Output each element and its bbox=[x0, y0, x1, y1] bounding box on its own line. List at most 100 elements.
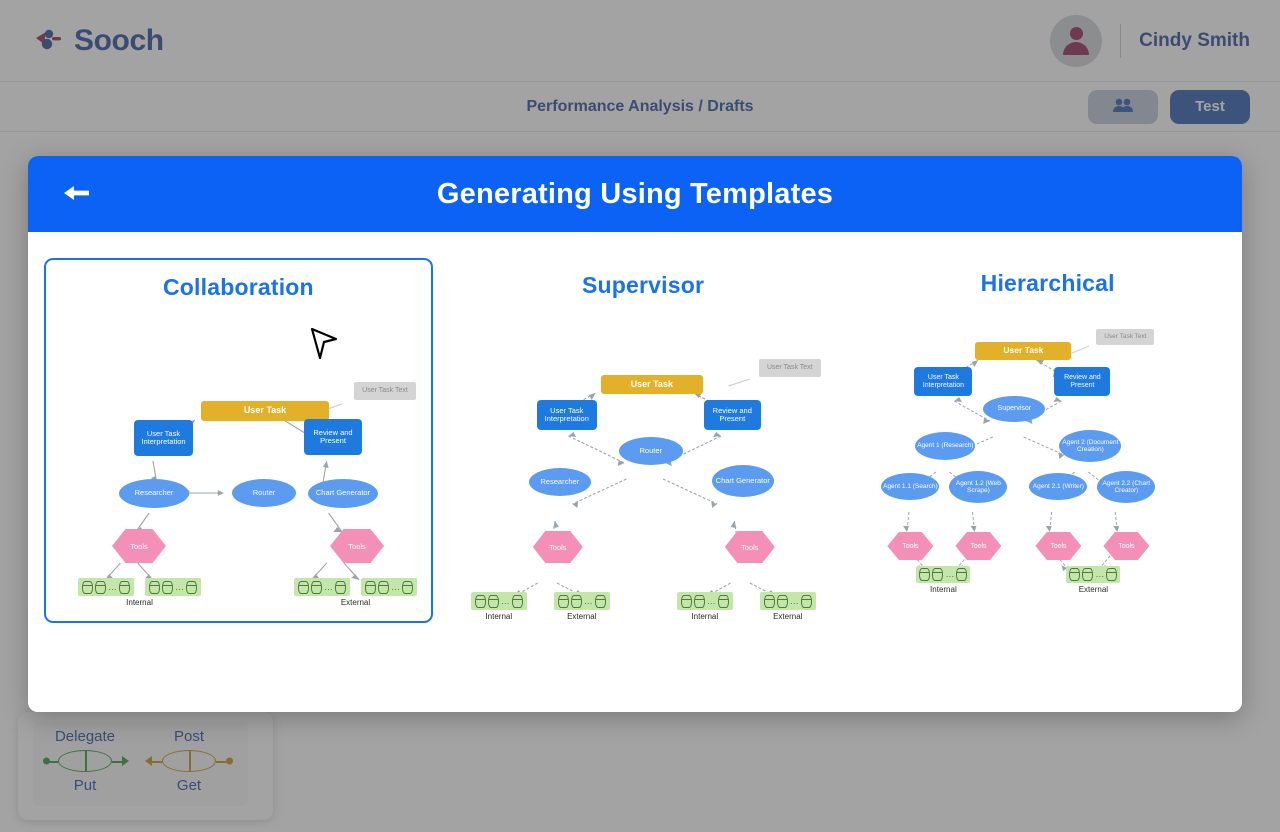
database-icon bbox=[763, 594, 775, 608]
database-icon bbox=[311, 580, 322, 594]
node-user-task[interactable]: User Task bbox=[201, 401, 329, 421]
node-tools-left[interactable]: Tools bbox=[112, 529, 166, 563]
template-card-supervisor[interactable]: Supervisor bbox=[449, 258, 838, 623]
database-icon bbox=[680, 594, 692, 608]
avatar[interactable] bbox=[1050, 14, 1103, 67]
ellipsis-icon: … bbox=[706, 595, 716, 606]
db-label-internal-1: Internal bbox=[485, 612, 513, 621]
db-group-internal-b[interactable]: … bbox=[676, 592, 733, 610]
palette-label-get: Get bbox=[176, 777, 202, 794]
db-group-internal-a[interactable]: … bbox=[470, 592, 527, 610]
db-group-external-b[interactable]: … bbox=[759, 592, 816, 610]
template-picker-modal: Generating Using Templates Collaboration bbox=[28, 156, 1242, 712]
breadcrumb-section[interactable]: Drafts bbox=[707, 97, 754, 115]
ellipsis-icon: … bbox=[175, 581, 184, 592]
node-user-task-note: User Task Text bbox=[1096, 329, 1155, 345]
node-router[interactable]: Router bbox=[618, 437, 683, 465]
node-agent-2[interactable]: Agent 2 (Document Creation) bbox=[1059, 430, 1122, 462]
sub-navigation-bar: Performance Analysis / Drafts Test bbox=[0, 82, 1280, 132]
node-router[interactable]: Router bbox=[232, 479, 296, 507]
node-agent-1-2[interactable]: Agent 1.2 (Web Scrape) bbox=[949, 471, 1008, 503]
database-icon bbox=[800, 594, 812, 608]
ellipsis-icon: … bbox=[1095, 569, 1105, 579]
breadcrumb-separator: / bbox=[698, 97, 703, 115]
database-icon bbox=[1106, 568, 1118, 581]
database-icon bbox=[82, 580, 93, 594]
share-collaborators-button[interactable] bbox=[1088, 89, 1158, 124]
database-icon bbox=[149, 580, 160, 594]
db-label-internal: Internal bbox=[126, 598, 153, 607]
sub-bar-actions: Test bbox=[1088, 89, 1250, 124]
node-supervisor[interactable]: Supervisor bbox=[983, 396, 1046, 422]
node-review-and-present[interactable]: Review and Present bbox=[703, 400, 761, 430]
palette-label-delegate: Delegate bbox=[54, 728, 116, 745]
database-icon bbox=[298, 580, 309, 594]
modal-title: Generating Using Templates bbox=[436, 177, 834, 210]
node-user-task-interpretation[interactable]: User Task Interpretation bbox=[134, 420, 193, 456]
db-group-external-a[interactable]: … bbox=[294, 578, 350, 596]
database-icon bbox=[95, 580, 106, 594]
shape-palette-panel: Delegate Put Post bbox=[18, 712, 273, 820]
palette-shape-put bbox=[33, 748, 137, 774]
database-icon bbox=[594, 594, 606, 608]
palette-shape-get bbox=[137, 748, 241, 774]
node-tools-right[interactable]: Tools bbox=[724, 531, 775, 563]
db-group-internal-a[interactable]: … bbox=[78, 578, 134, 596]
template-card-collaboration[interactable]: Collaboration bbox=[44, 258, 433, 623]
people-icon bbox=[1112, 97, 1134, 116]
node-user-task-interpretation[interactable]: User Task Interpretation bbox=[914, 367, 973, 396]
node-review-and-present[interactable]: Review and Present bbox=[304, 419, 362, 455]
node-agent-2-2[interactable]: Agent 2.2 (Chart Creator) bbox=[1097, 471, 1156, 503]
brand-logo[interactable]: Sooch bbox=[32, 24, 164, 58]
node-tools-left[interactable]: Tools bbox=[532, 531, 583, 563]
node-tools-a[interactable]: Tools bbox=[887, 532, 934, 560]
database-icon bbox=[378, 580, 389, 594]
breadcrumb-project[interactable]: Performance Analysis bbox=[526, 97, 694, 115]
node-agent-1[interactable]: Agent 1 (Research) bbox=[915, 432, 976, 460]
database-icon bbox=[365, 580, 376, 594]
database-icon bbox=[776, 594, 788, 608]
database-icon bbox=[932, 568, 944, 581]
node-user-task-note: User Task Text bbox=[354, 382, 416, 400]
database-icon bbox=[956, 568, 968, 581]
modal-header: Generating Using Templates bbox=[28, 156, 1242, 232]
ellipsis-icon: … bbox=[108, 581, 117, 592]
palette-label-post: Post bbox=[173, 728, 204, 745]
node-user-task-interpretation[interactable]: User Task Interpretation bbox=[536, 400, 597, 430]
node-review-and-present[interactable]: Review and Present bbox=[1054, 367, 1111, 396]
node-chart-generator[interactable]: Chart Generator bbox=[711, 465, 774, 497]
template-card-hierarchical[interactable]: Hierarchical bbox=[853, 258, 1242, 623]
db-group-internal[interactable]: … bbox=[916, 566, 971, 583]
node-chart-generator[interactable]: Chart Generator bbox=[308, 479, 378, 508]
modal-body: Collaboration bbox=[28, 232, 1242, 712]
db-group-external-b[interactable]: … bbox=[361, 578, 417, 596]
node-agent-2-1[interactable]: Agent 2.1 (Writer) bbox=[1029, 473, 1088, 500]
node-tools-right[interactable]: Tools bbox=[330, 529, 384, 563]
node-agent-1-1[interactable]: Agent 1.1 (Search) bbox=[881, 473, 940, 500]
ellipsis-icon: … bbox=[789, 595, 799, 606]
palette-item-post-get[interactable]: Post Get bbox=[137, 728, 241, 794]
template-graph-supervisor: User Task User Task Text User Task Inter… bbox=[449, 299, 838, 621]
node-tools-d[interactable]: Tools bbox=[1103, 532, 1150, 560]
top-navigation-bar: Sooch Cindy Smith bbox=[0, 0, 1280, 82]
db-group-external-a[interactable]: … bbox=[553, 592, 610, 610]
node-tools-c[interactable]: Tools bbox=[1035, 532, 1082, 560]
node-user-task[interactable]: User Task bbox=[600, 375, 703, 394]
database-icon bbox=[693, 594, 705, 608]
back-button[interactable] bbox=[60, 179, 94, 209]
palette-item-delegate-put[interactable]: Delegate Put bbox=[33, 728, 137, 794]
db-group-external[interactable]: … bbox=[1066, 566, 1121, 583]
node-researcher[interactable]: Researcher bbox=[119, 479, 189, 508]
database-icon bbox=[186, 580, 197, 594]
template-title-collaboration: Collaboration bbox=[162, 274, 314, 300]
top-bar-right-group: Cindy Smith bbox=[1050, 14, 1250, 67]
test-button[interactable]: Test bbox=[1170, 89, 1250, 124]
db-group-internal-b[interactable]: … bbox=[145, 578, 201, 596]
node-tools-b[interactable]: Tools bbox=[955, 532, 1002, 560]
node-user-task[interactable]: User Task bbox=[975, 342, 1072, 360]
user-name: Cindy Smith bbox=[1139, 29, 1250, 51]
node-researcher[interactable]: Researcher bbox=[528, 468, 591, 496]
ellipsis-icon: … bbox=[583, 595, 593, 606]
node-user-task-note: User Task Text bbox=[758, 359, 821, 377]
